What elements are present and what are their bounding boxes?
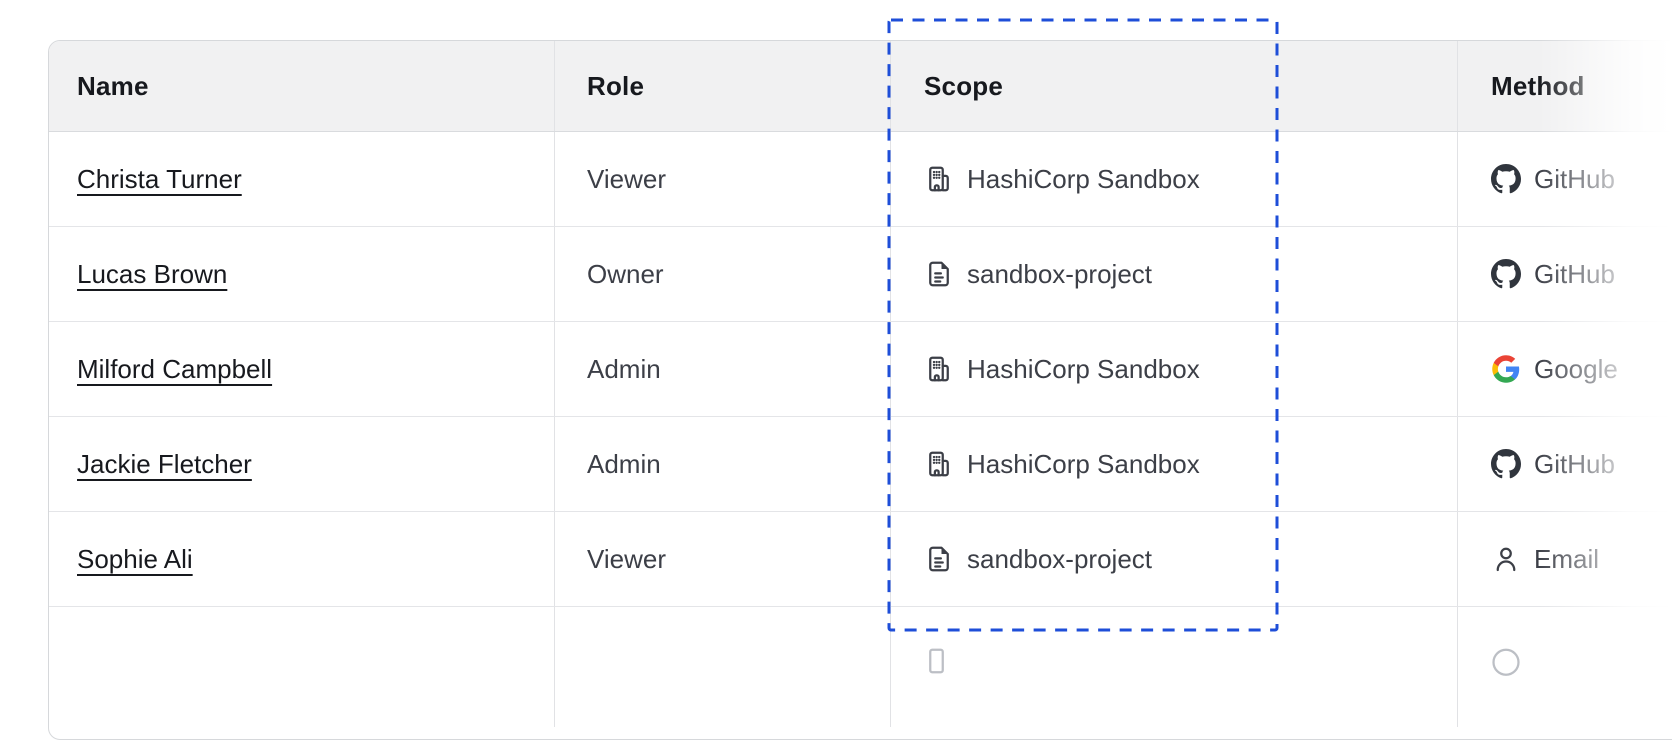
column-header-scope: Scope: [890, 41, 1457, 131]
member-scope: HashiCorp Sandbox: [967, 448, 1200, 479]
member-name-link[interactable]: Milford Campbell: [77, 353, 273, 384]
member-role: Admin: [587, 448, 661, 479]
github-icon: [1491, 164, 1521, 194]
column-header-method: Method: [1457, 41, 1672, 131]
table-row: Jackie Fletcher Admin HashiCorp Sandbox …: [49, 417, 1672, 512]
member-name-link[interactable]: Sophie Ali: [77, 543, 193, 574]
organization-icon: [929, 356, 949, 382]
member-scope: sandbox-project: [967, 543, 1152, 574]
table-row: Christa Turner Viewer HashiCorp Sandbox …: [49, 132, 1672, 227]
member-role: Admin: [587, 353, 661, 384]
member-method: GitHub: [1534, 163, 1615, 194]
member-name-link[interactable]: Jackie Fletcher: [77, 448, 252, 479]
github-icon: [1491, 449, 1521, 479]
member-role: Viewer: [587, 543, 667, 574]
member-role: Viewer: [587, 163, 667, 194]
member-method: Email: [1534, 543, 1600, 574]
member-name-link[interactable]: Lucas Brown: [77, 258, 228, 289]
member-scope: HashiCorp Sandbox: [967, 163, 1200, 194]
member-role: Owner: [587, 258, 664, 289]
member-scope: sandbox-project: [967, 258, 1152, 289]
github-icon: [1491, 259, 1521, 289]
column-header-role: Role: [554, 41, 890, 131]
user-icon: [1496, 547, 1516, 572]
scope-icon-partial: [929, 648, 944, 674]
table-row: Sophie Ali Viewer sandbox-project Email: [49, 512, 1672, 607]
google-icon: [1492, 355, 1520, 383]
table-row: Lucas Brown Owner sandbox-project GitHub: [49, 227, 1672, 322]
members-table: Name Role Scope Method Christa Turner Vi…: [48, 40, 1672, 740]
member-method: GitHub: [1534, 448, 1615, 479]
organization-icon: [929, 451, 949, 477]
member-method: GitHub: [1534, 258, 1615, 289]
member-method: Google: [1534, 353, 1618, 384]
member-scope: HashiCorp Sandbox: [967, 353, 1200, 384]
table-row-partial: [49, 607, 1672, 727]
project-icon: [929, 546, 949, 572]
member-name-link[interactable]: Christa Turner: [77, 163, 242, 194]
table-row: Milford Campbell Admin HashiCorp Sandbox…: [49, 322, 1672, 417]
organization-icon: [929, 166, 949, 192]
method-icon-partial: [1492, 648, 1520, 676]
table-header-row: Name Role Scope Method: [49, 41, 1672, 132]
project-icon: [929, 261, 949, 287]
column-header-name: Name: [77, 70, 149, 101]
